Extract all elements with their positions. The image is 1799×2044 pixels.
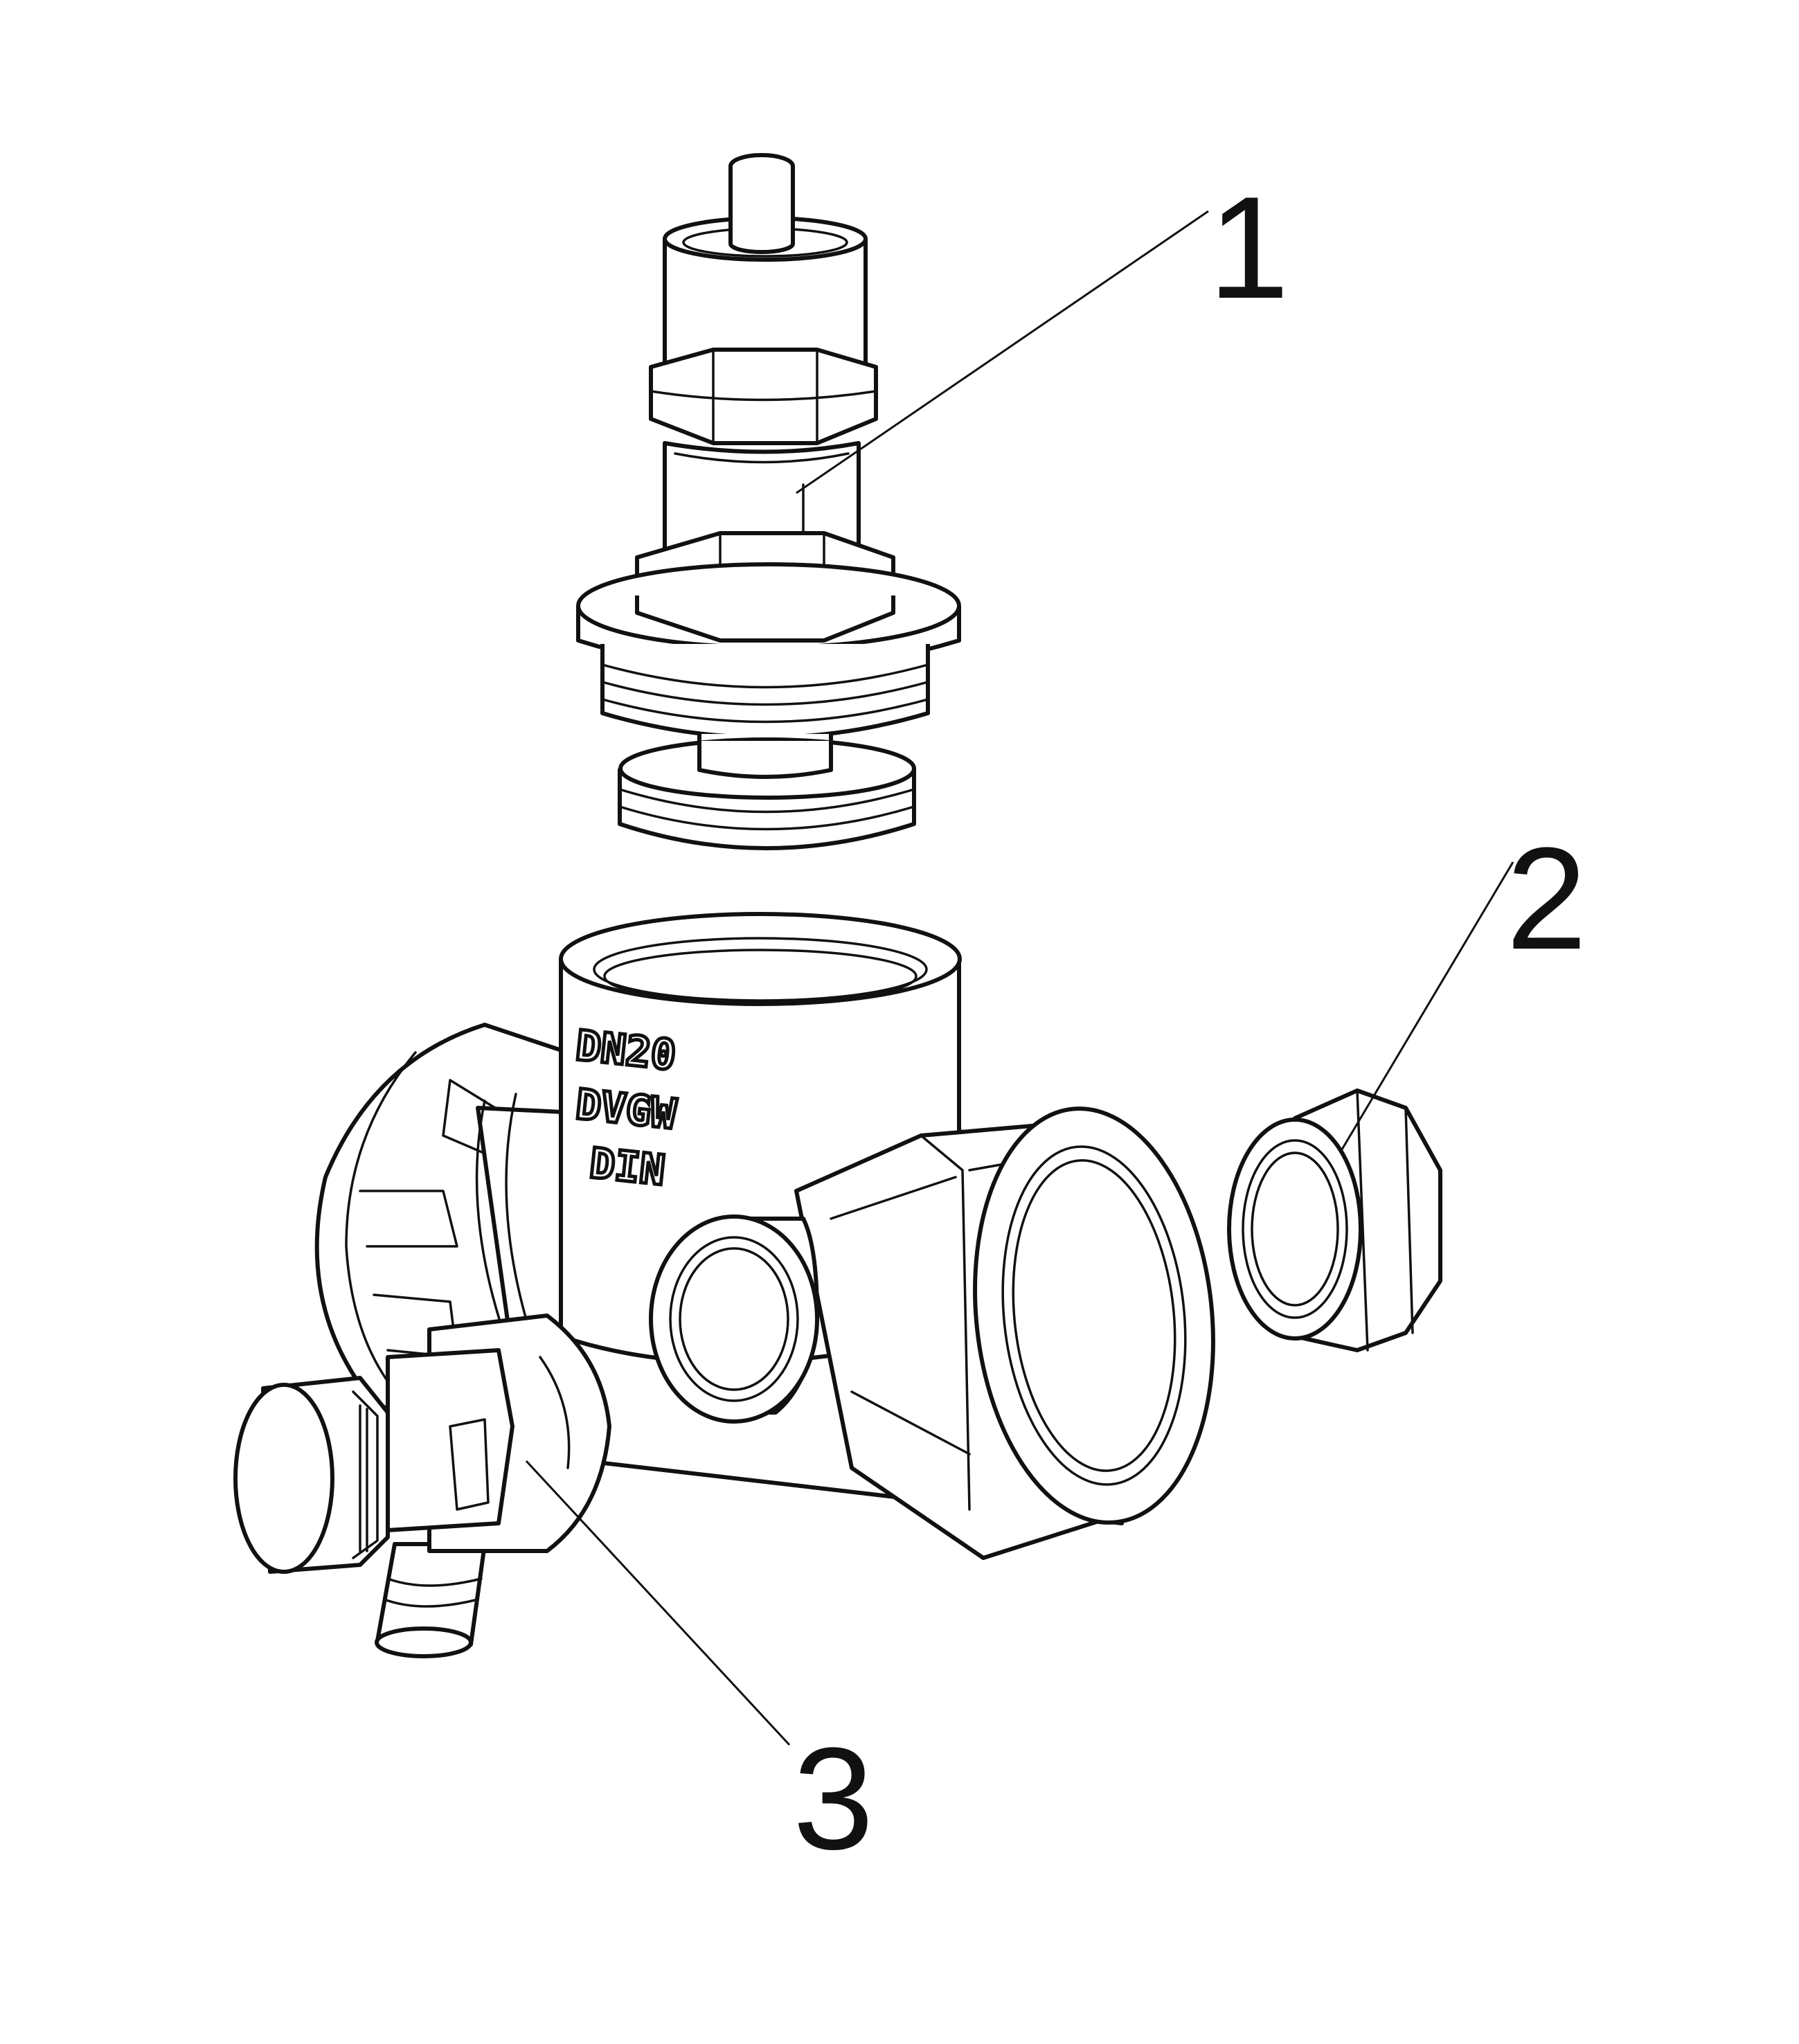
callout-label-1: 1 — [1208, 166, 1289, 329]
callout-1: 1 — [796, 166, 1289, 494]
marking-dn20: DN20 — [573, 1021, 678, 1080]
marking-din: DIN — [587, 1139, 667, 1195]
callout-label-3: 3 — [793, 1717, 874, 1880]
callout-2: 2 — [1339, 817, 1587, 1154]
drain-valve — [233, 1314, 611, 1658]
plug — [1227, 1088, 1442, 1352]
valve-insert — [576, 153, 961, 850]
leader-line-2 — [1339, 861, 1514, 1154]
leader-line-1 — [796, 210, 1209, 494]
callout-3: 3 — [525, 1460, 874, 1880]
callout-label-2: 2 — [1506, 817, 1587, 980]
leader-line-3 — [525, 1460, 791, 1746]
